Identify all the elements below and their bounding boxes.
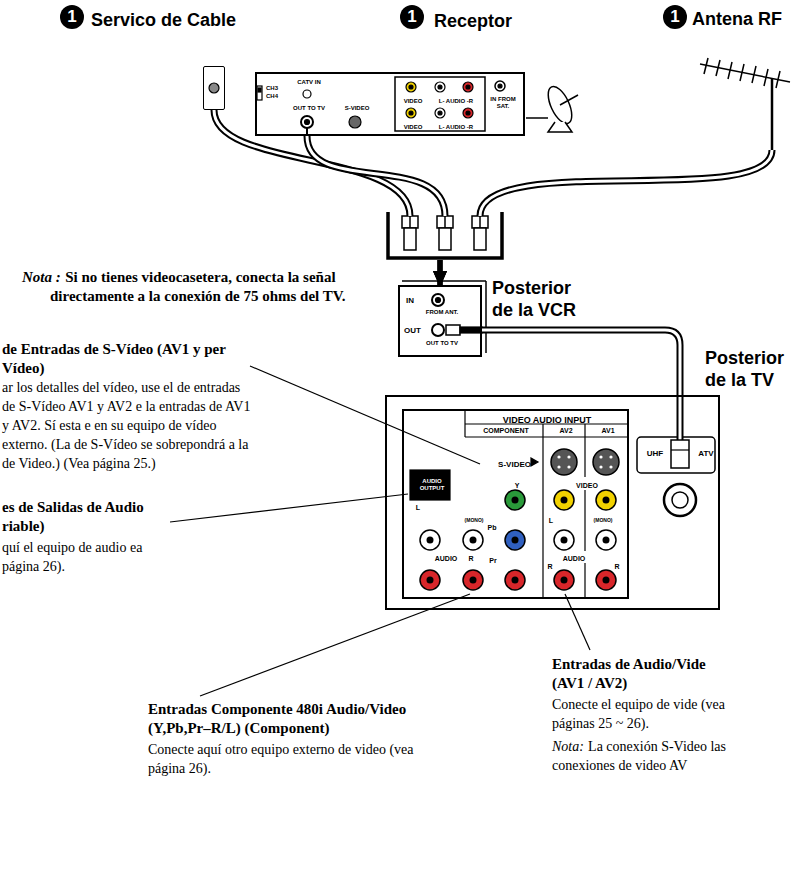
callout-heading: de Entradas de S-Vídeo (AV1 y per Vídeo) — [2, 340, 247, 378]
callout-number: 1 — [400, 5, 424, 29]
port-label: Pb — [486, 524, 498, 532]
port-label: L — [413, 504, 423, 512]
vcr-back-panel: Posterior de la VCRINFROM ANT.OUTOUT TO … — [398, 285, 482, 357]
port-label: IN FROM SAT. — [485, 96, 521, 110]
port-label: UHF — [645, 449, 665, 458]
port-label: OUT TO TV — [285, 105, 333, 112]
port-label: VIDEO — [399, 124, 427, 131]
port-label: S-VIDEO — [483, 460, 531, 469]
port-label: CH3 — [266, 85, 278, 92]
antenna: Antena RF — [692, 50, 792, 150]
callout-heading: es de Salidas de Audio riable) — [2, 498, 187, 536]
port-label: L- AUDIO -R — [427, 98, 485, 105]
port-label: AUDIO — [555, 555, 593, 563]
callout-text: Conecte aquí otro equipo externo de vide… — [148, 740, 428, 778]
port-label: COMPONENT — [467, 427, 545, 435]
port-label: (MONO) — [590, 517, 616, 523]
callout-number: 1 — [663, 5, 687, 29]
panel-title: Servico de Cable — [91, 9, 236, 31]
port-label: IN — [406, 296, 414, 305]
port-label: OUT TO TV — [420, 340, 464, 347]
note-text: Nota: — [552, 739, 584, 754]
wall-outlet: Servico de Cable — [203, 66, 225, 110]
port-label: S-VIDEO — [337, 105, 377, 112]
callout-text: quí el equipo de audio ea página 26). — [2, 538, 147, 576]
callout-number: 1 — [60, 5, 84, 29]
note-block: Nota:La conexión S-Video las conexiones … — [552, 737, 732, 775]
port-label: FROM ANT. — [420, 309, 464, 316]
port-label: VIDEO — [399, 98, 427, 105]
port-label: AUDIO OUTPUT — [412, 478, 452, 492]
port-label: ATV — [695, 449, 717, 458]
note-text: Nota : — [22, 269, 61, 285]
port-label: CH4 — [266, 93, 278, 100]
panel-title: Posterior de la VCR — [492, 277, 587, 321]
receiver-box: ReceptorCH3CH4CATV INOUT TO TVS-VIDEOVID… — [255, 72, 525, 136]
port-label: VIDEO — [545, 482, 629, 490]
note-block: Nota :Si no tienes videocasetera, conect… — [50, 268, 350, 306]
port-label: VIDEO AUDIO INPUT — [467, 415, 627, 425]
cable-connector — [214, 110, 440, 285]
port-label: AV1 — [587, 427, 629, 435]
callout-heading: Entradas Componente 480i Audio/Video (Y,… — [148, 700, 468, 738]
port-label: OUT — [404, 326, 421, 335]
port-label: (MONO) — [461, 517, 487, 523]
panel-title: Receptor — [434, 10, 512, 32]
port-label: CATV IN — [289, 79, 329, 86]
port-label: Pr — [487, 557, 499, 565]
port-label: R — [546, 563, 554, 571]
cable-connector — [482, 330, 680, 395]
tv-back-panel: Posterior de la TVVIDEO AUDIO INPUTCOMPO… — [385, 395, 720, 610]
note-text: Si no tienes videocasetera, conecta la s… — [50, 269, 345, 304]
callout-text: ar los detalles del vídeo, use el de ent… — [2, 378, 252, 473]
port-label: L — [547, 517, 555, 525]
port-label: R — [613, 563, 621, 571]
port-label: AV2 — [545, 427, 587, 435]
panel-title: Antena RF — [692, 8, 782, 30]
port-label: R — [467, 555, 475, 563]
port-label: L- AUDIO -R — [427, 124, 485, 131]
callout-heading: Entradas de Audio/Vide (AV1 / AV2) — [552, 655, 737, 693]
port-label: AUDIO — [427, 555, 465, 563]
port-label: Y — [511, 482, 523, 490]
callout-text: Conecte el equipo de vide (vea páginas 2… — [552, 695, 742, 733]
panel-title: Posterior de la TV — [705, 347, 795, 391]
cable-connector — [307, 136, 445, 285]
cable-connector — [440, 150, 772, 285]
